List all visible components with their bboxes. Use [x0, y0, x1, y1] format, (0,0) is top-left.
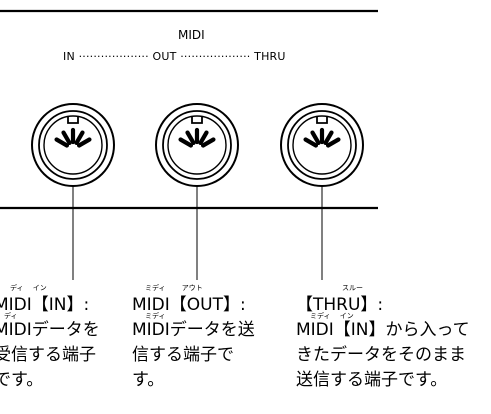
furigana-in-heading: ディ イン — [10, 284, 47, 292]
connector-rim — [38, 110, 108, 180]
connector-socket — [43, 115, 103, 175]
connector-pin-5 — [76, 137, 92, 148]
connector-pin-4 — [198, 130, 209, 146]
callout-thru-line3: きたデータをそのまま — [296, 345, 466, 365]
connector-pin-2 — [61, 130, 72, 146]
callout-thru-heading: 【THRU】: — [296, 295, 384, 315]
connector-pin-4 — [323, 130, 334, 146]
callout-midi-in: MIDI【IN】: MIDIデータを 受信する端子 です。 — [0, 293, 100, 393]
callout-thru-line2: MIDI【IN】から入って — [296, 320, 470, 340]
callout-midi-thru: 【THRU】: MIDI【IN】から入って きたデータをそのまま 送信する端子で… — [296, 293, 470, 393]
connector-pin-5 — [325, 137, 341, 148]
connector-pin-1 — [303, 137, 319, 148]
port-label-row: IN ··················· OUT ·············… — [63, 50, 286, 63]
connector-pin-2 — [185, 130, 196, 146]
connector-rim — [287, 110, 357, 180]
connector-rim — [162, 110, 232, 180]
midi-thru-connector — [280, 103, 364, 187]
callout-thru-line4: 送信する端子です。 — [296, 370, 448, 390]
callout-in-heading: MIDI【IN】: — [0, 295, 90, 315]
connector-outer-ring — [31, 103, 115, 187]
furigana-thru-body: ミディ イン — [310, 312, 354, 320]
furigana-thru-heading: スルー — [342, 284, 363, 292]
connector-socket — [292, 115, 352, 175]
callout-in-line2: MIDIデータを — [0, 320, 100, 340]
connector-key-notch — [191, 116, 203, 124]
callout-out-line4: す。 — [132, 370, 165, 390]
furigana-in-body: ディ — [4, 312, 18, 320]
midi-title: MIDI — [178, 28, 205, 42]
connector-outer-ring — [155, 103, 239, 187]
callout-out-line3: 信する端子で — [132, 345, 234, 365]
callout-out-line2: MIDIデータを送 — [132, 320, 255, 340]
connector-key-notch — [67, 116, 79, 124]
furigana-out-heading: ミディ アウト — [145, 284, 203, 292]
connector-outer-ring — [280, 103, 364, 187]
connector-pin-1 — [54, 137, 70, 148]
connector-socket — [167, 115, 227, 175]
midi-in-connector — [31, 103, 115, 187]
connector-pin-1 — [178, 137, 194, 148]
midi-out-connector — [155, 103, 239, 187]
furigana-out-body: ミディ — [145, 312, 166, 320]
callout-in-line3: 受信する端子 — [0, 345, 96, 365]
connector-pin-5 — [200, 137, 216, 148]
callout-midi-out: MIDI【OUT】: MIDIデータを送 信する端子で す。 — [132, 293, 255, 393]
connector-pin-2 — [310, 130, 321, 146]
connector-key-notch — [316, 116, 328, 124]
callout-in-line4: です。 — [0, 370, 44, 390]
connector-pin-4 — [74, 130, 85, 146]
callout-out-heading: MIDI【OUT】: — [132, 295, 246, 315]
